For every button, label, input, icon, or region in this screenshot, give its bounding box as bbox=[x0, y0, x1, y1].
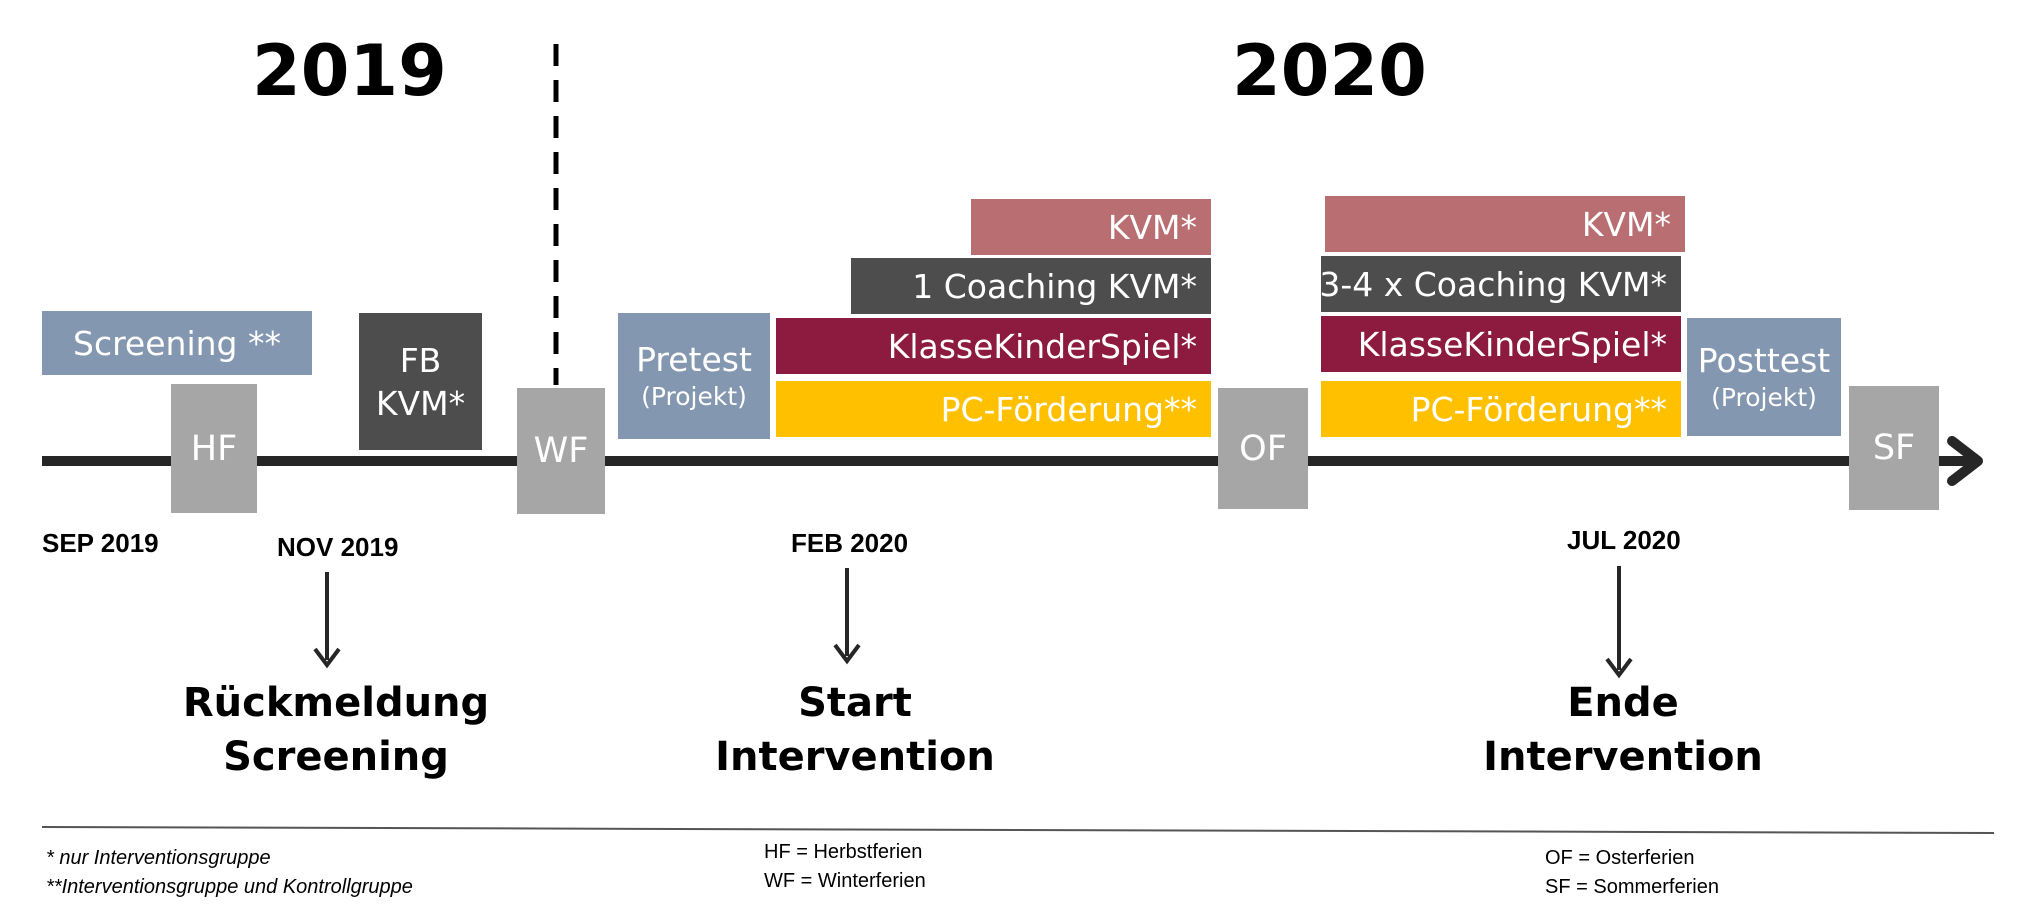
down-arrow-feb bbox=[833, 568, 861, 665]
osterferien-box: OF bbox=[1218, 388, 1308, 509]
legend-separator bbox=[41, 826, 1995, 834]
down-arrow-jul bbox=[1605, 566, 1633, 679]
down-arrow-nov bbox=[313, 572, 341, 669]
posttest-sublabel: (Projekt) bbox=[1711, 383, 1817, 412]
klassekinderspiel-bar-1: KlasseKinderSpiel* bbox=[776, 318, 1211, 374]
milestone-rueckmeldung-line1: Rückmeldung bbox=[182, 680, 490, 726]
milestone-start: Start Intervention bbox=[655, 676, 1055, 784]
milestone-start-line1: Start bbox=[798, 680, 912, 726]
legend-star: * nur Interventionsgruppe bbox=[46, 847, 271, 869]
fb-kvm-line2: KVM* bbox=[375, 383, 466, 423]
legend-middle: HF = Herbstferien WF = Winterferien bbox=[764, 838, 926, 896]
year-2020-heading: 2020 bbox=[1232, 30, 1427, 112]
kvm-bar-2: KVM* bbox=[1325, 196, 1685, 252]
pretest-sublabel: (Projekt) bbox=[641, 382, 747, 411]
timeline-arrowhead bbox=[1947, 436, 1983, 486]
legend-sf: SF = Sommerferien bbox=[1545, 876, 1719, 898]
posttest-box: Posttest (Projekt) bbox=[1687, 318, 1841, 436]
pretest-box: Pretest (Projekt) bbox=[618, 313, 770, 439]
milestone-rueckmeldung: Rückmeldung Screening bbox=[136, 676, 536, 784]
herbstferien-box: HF bbox=[171, 384, 257, 513]
kvm-bar-1: KVM* bbox=[971, 199, 1211, 255]
fb-kvm-line1: FB bbox=[399, 340, 442, 380]
legend-double-star: **Interventionsgruppe und Kontrollgruppe bbox=[46, 876, 413, 898]
year-2019-heading: 2019 bbox=[252, 30, 447, 112]
pretest-label: Pretest bbox=[636, 340, 752, 379]
milestone-start-line2: Intervention bbox=[715, 734, 995, 780]
klassekinderspiel-bar-2: KlasseKinderSpiel* bbox=[1321, 316, 1681, 372]
date-sep-2019: SEP 2019 bbox=[42, 528, 159, 558]
date-jul-2020: JUL 2020 bbox=[1567, 525, 1681, 555]
posttest-label: Posttest bbox=[1697, 341, 1831, 380]
milestone-rueckmeldung-line2: Screening bbox=[223, 734, 449, 780]
coaching-bar-2: 3-4 x Coaching KVM* bbox=[1319, 256, 1681, 312]
screening-bar: Screening ** bbox=[42, 311, 312, 375]
milestone-ende-line2: Intervention bbox=[1483, 734, 1763, 780]
legend-left: * nur Interventionsgruppe **Intervention… bbox=[46, 844, 413, 902]
winterferien-box: WF bbox=[517, 388, 605, 514]
pc-foerderung-bar-1: PC-Förderung** bbox=[776, 381, 1211, 437]
fb-kvm-bar: FB KVM* bbox=[359, 313, 482, 450]
legend-hf: HF = Herbstferien bbox=[764, 841, 923, 863]
milestone-ende-line1: Ende bbox=[1567, 680, 1679, 726]
date-nov-2019: NOV 2019 bbox=[277, 532, 399, 562]
pc-foerderung-bar-2: PC-Förderung** bbox=[1321, 381, 1681, 437]
sommerferien-box: SF bbox=[1849, 386, 1939, 510]
coaching-bar-1: 1 Coaching KVM* bbox=[851, 258, 1211, 314]
milestone-ende: Ende Intervention bbox=[1423, 676, 1823, 784]
date-feb-2020: FEB 2020 bbox=[791, 528, 909, 558]
legend-right: OF = Osterferien SF = Sommerferien bbox=[1545, 844, 1719, 902]
legend-of: OF = Osterferien bbox=[1545, 847, 1695, 869]
legend-wf: WF = Winterferien bbox=[764, 870, 926, 892]
